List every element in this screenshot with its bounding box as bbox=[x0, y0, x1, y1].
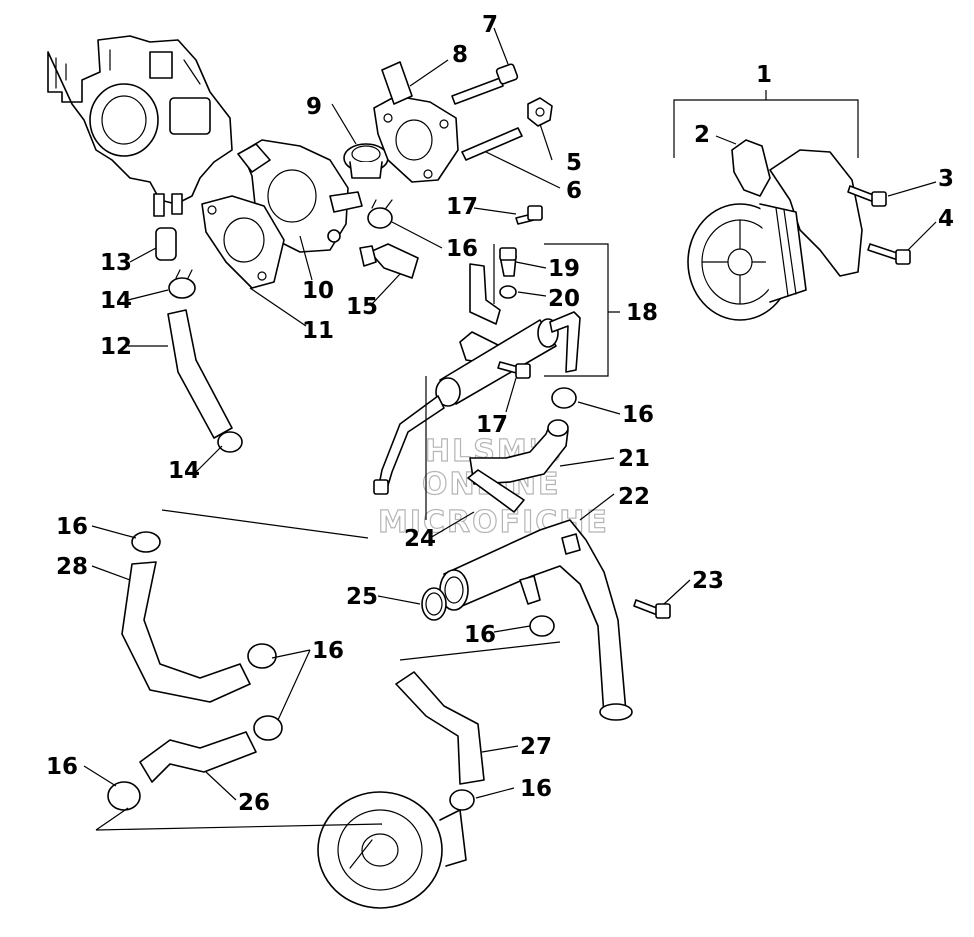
callout-3: 3 bbox=[938, 166, 954, 192]
callout-16-hose28: 16 bbox=[56, 514, 88, 540]
callout-26: 26 bbox=[238, 790, 270, 816]
housing-gasket bbox=[201, 195, 285, 289]
bolt-17-lower bbox=[497, 361, 531, 379]
callout-6: 6 bbox=[566, 178, 582, 204]
callout-16-middle: 16 bbox=[312, 638, 344, 664]
bolt-4 bbox=[867, 243, 911, 265]
nut-5 bbox=[527, 97, 553, 127]
clamp-14-upper bbox=[168, 269, 196, 299]
callout-13: 13 bbox=[100, 250, 132, 276]
hose-clamp bbox=[367, 199, 393, 229]
cylinder-port bbox=[317, 791, 467, 909]
hose-24 bbox=[467, 469, 525, 513]
callout-28: 28 bbox=[56, 554, 88, 580]
callout-10: 10 bbox=[302, 278, 334, 304]
bolt-7 bbox=[451, 63, 519, 105]
callout-5: 5 bbox=[566, 150, 582, 176]
connection-lines bbox=[95, 244, 561, 831]
water-pump bbox=[687, 149, 863, 321]
stud-6 bbox=[461, 127, 523, 161]
callout-labels: 1 2 3 4 5 6 7 8 9 10 11 13 14 12 14 15 1… bbox=[46, 12, 954, 816]
callout-17-lower: 17 bbox=[476, 412, 508, 438]
callout-14-lower: 14 bbox=[168, 458, 200, 484]
temperature-sensor bbox=[359, 243, 419, 279]
callout-7: 7 bbox=[482, 12, 498, 38]
callout-19: 19 bbox=[548, 256, 580, 282]
callout-18: 18 bbox=[626, 300, 658, 326]
callout-24: 24 bbox=[404, 526, 436, 552]
callout-25: 25 bbox=[346, 584, 378, 610]
callout-12: 12 bbox=[100, 334, 132, 360]
throttle-body bbox=[47, 35, 233, 217]
callout-9: 9 bbox=[306, 94, 322, 120]
hose-28 bbox=[121, 531, 277, 703]
thermostat bbox=[343, 143, 389, 179]
bolt-17-upper bbox=[515, 205, 543, 225]
callout-17-upper: 17 bbox=[446, 194, 478, 220]
hose-13 bbox=[155, 227, 177, 261]
callout-14-upper: 14 bbox=[100, 288, 132, 314]
leader-lines bbox=[83, 27, 937, 801]
clamp-16-right bbox=[551, 387, 577, 409]
pump-o-ring bbox=[731, 139, 771, 197]
callout-16-lower-left: 16 bbox=[46, 754, 78, 780]
callout-16-housing: 16 bbox=[446, 236, 478, 262]
callout-20: 20 bbox=[548, 286, 580, 312]
callout-15: 15 bbox=[346, 294, 378, 320]
bolt-23 bbox=[633, 599, 671, 619]
pipe-o-ring bbox=[421, 587, 447, 621]
callout-16-lower-right: 16 bbox=[520, 776, 552, 802]
callout-2: 2 bbox=[694, 122, 710, 148]
callout-11: 11 bbox=[302, 318, 334, 344]
clamp-14-lower bbox=[217, 431, 243, 453]
clamp-16-pipe bbox=[529, 615, 555, 637]
bolt-19 bbox=[499, 247, 517, 277]
pipe-assembly bbox=[373, 263, 581, 495]
callout-27: 27 bbox=[520, 734, 552, 760]
hose-26 bbox=[107, 715, 283, 811]
callout-22: 22 bbox=[618, 484, 650, 510]
washer-20 bbox=[499, 285, 517, 299]
hose-27 bbox=[395, 671, 485, 811]
callout-23: 23 bbox=[692, 568, 724, 594]
callout-4: 4 bbox=[938, 206, 954, 232]
water-outlet-cover bbox=[373, 61, 459, 183]
hose-12 bbox=[167, 309, 233, 439]
callout-8: 8 bbox=[452, 42, 468, 68]
bolt-3 bbox=[847, 185, 887, 207]
callout-16-pipe: 16 bbox=[464, 622, 496, 648]
callout-1: 1 bbox=[756, 62, 772, 88]
callout-16-right: 16 bbox=[622, 402, 654, 428]
callout-21: 21 bbox=[618, 446, 650, 472]
